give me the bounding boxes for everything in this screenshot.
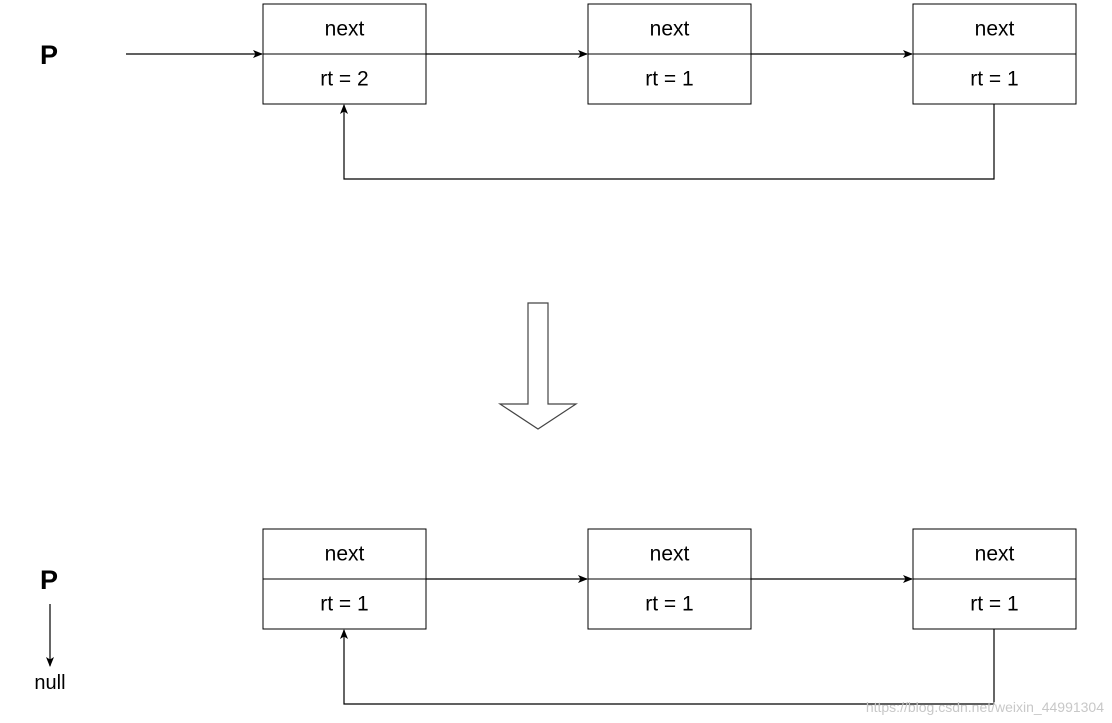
after-state: P null next rt = 1 next rt = 1 next rt =… [34, 528, 1077, 705]
before-node-3-rt: rt = 1 [970, 68, 1018, 91]
before-node-2-rt: rt = 1 [645, 68, 693, 91]
after-pointer-label: P [40, 565, 58, 595]
after-null-label: null [34, 672, 65, 694]
after-node-2: next rt = 1 [587, 528, 752, 630]
before-node-1-rt: rt = 2 [320, 68, 368, 91]
before-state: P next rt = 2 next rt = 1 next rt = 1 [40, 3, 1077, 180]
after-node-1-next: next [325, 543, 365, 566]
after-node-3: next rt = 1 [912, 528, 1077, 630]
before-node-3-next: next [975, 18, 1015, 41]
before-node-1-next: next [325, 18, 365, 41]
after-cycle-link [340, 629, 995, 705]
before-node-3: next rt = 1 [912, 3, 1077, 105]
before-node-2-next: next [650, 18, 690, 41]
after-node-3-rt: rt = 1 [970, 593, 1018, 616]
before-pointer-label: P [40, 40, 58, 70]
before-node-2: next rt = 1 [587, 3, 752, 105]
after-node-1: next rt = 1 [262, 528, 427, 630]
before-cycle-link [340, 104, 995, 180]
watermark-text: https://blog.csdn.net/weixin_44991304 [866, 699, 1104, 715]
after-node-3-next: next [975, 543, 1015, 566]
after-node-2-next: next [650, 543, 690, 566]
after-node-1-rt: rt = 1 [320, 593, 368, 616]
transition-down-arrow-icon [497, 302, 579, 430]
before-node-1: next rt = 2 [262, 3, 427, 105]
after-node-2-rt: rt = 1 [645, 593, 693, 616]
